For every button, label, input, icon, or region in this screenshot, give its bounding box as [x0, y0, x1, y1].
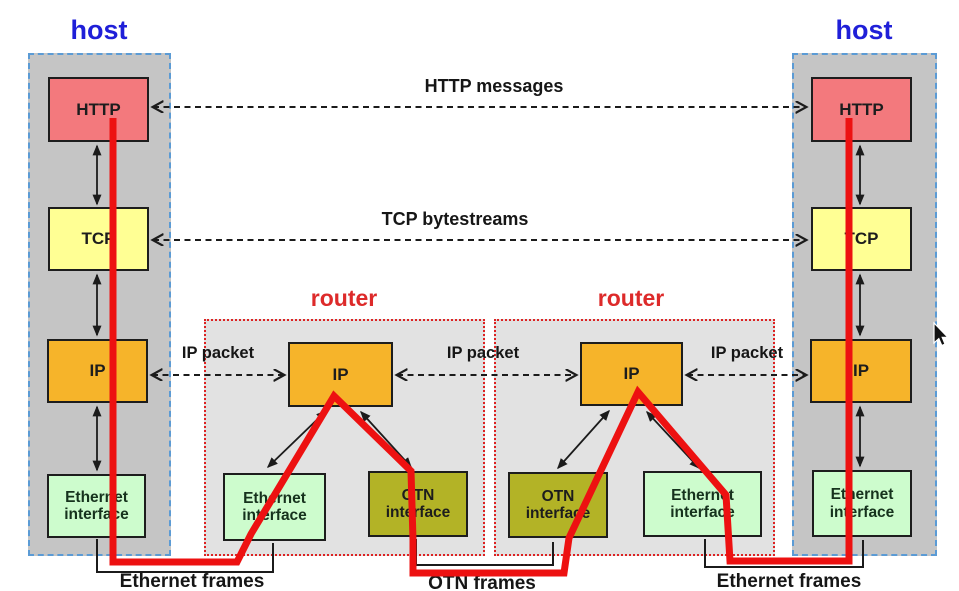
host-left-ip-box: IP	[47, 339, 148, 403]
host-left-tcp-box: TCP	[48, 207, 149, 271]
router-right-ethernet-interface-box: Ethernet interface	[643, 471, 762, 537]
router-left-title: router	[310, 285, 378, 311]
ip-packet-label-middle: IP packet	[446, 344, 520, 362]
tcp-bytestreams-label: TCP bytestreams	[381, 209, 529, 229]
host-right-ip-box: IP	[810, 339, 912, 403]
router-right-otn-interface-box: OTN interface	[508, 472, 608, 538]
host-right-http-box: HTTP	[811, 77, 912, 142]
host-right-title: host	[835, 15, 893, 45]
host-right-tcp-box: TCP	[811, 207, 912, 271]
host-right-ethernet-interface-box: Ethernet interface	[812, 470, 912, 537]
ip-packet-label-left: IP packet	[181, 344, 255, 362]
router-right-title: router	[597, 285, 665, 311]
router-right-ip-box: IP	[580, 342, 683, 406]
host-left-ethernet-interface-box: Ethernet interface	[47, 474, 146, 538]
ethernet-frames-label-right: Ethernet frames	[716, 571, 862, 591]
ip-packet-label-right: IP packet	[710, 344, 784, 362]
host-left-http-box: HTTP	[48, 77, 149, 142]
host-left-title: host	[70, 15, 128, 45]
router-left-ip-box: IP	[288, 342, 393, 407]
http-messages-label: HTTP messages	[424, 76, 564, 96]
router-left-otn-interface-box: OTN interface	[368, 471, 468, 537]
ethernet-frames-label-left: Ethernet frames	[119, 571, 265, 591]
router-left-ethernet-interface-box: Ethernet interface	[223, 473, 326, 541]
otn-frames-label: OTN frames	[428, 573, 536, 591]
